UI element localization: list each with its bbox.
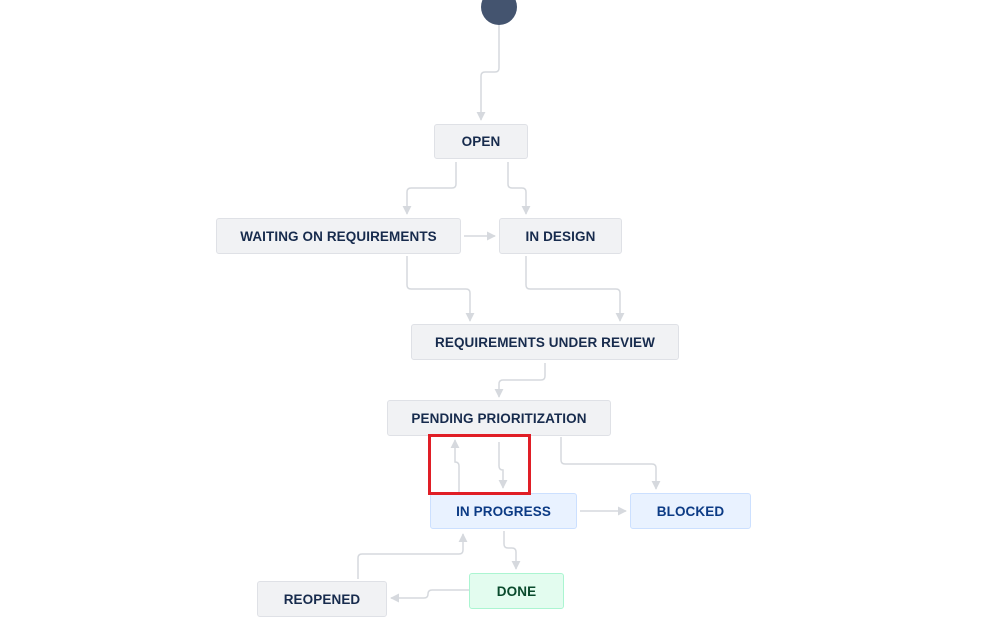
status-reopened[interactable]: REOPENED: [257, 581, 387, 617]
status-done-label: DONE: [496, 583, 537, 599]
transition-done-to-reopened[interactable]: [390, 589, 469, 603]
status-requirements-under-review-label: REQUIREMENTS UNDER REVIEW: [434, 334, 656, 350]
transition-start-to-open[interactable]: [476, 25, 500, 121]
highlight-box: [428, 434, 531, 495]
transition-in-progress-to-pending[interactable]: [450, 439, 460, 492]
status-in-design[interactable]: IN DESIGN: [499, 218, 622, 254]
transition-review-to-pending[interactable]: [494, 363, 546, 398]
status-in-progress-label: IN PROGRESS: [456, 503, 551, 519]
status-waiting-on-requirements-label: WAITING ON REQUIREMENTS: [240, 228, 437, 244]
status-waiting-on-requirements[interactable]: WAITING ON REQUIREMENTS: [216, 218, 461, 254]
transition-pending-to-blocked[interactable]: [560, 437, 661, 490]
status-open[interactable]: OPEN: [434, 124, 528, 159]
status-in-progress[interactable]: IN PROGRESS: [430, 493, 577, 529]
transition-in-design-to-review[interactable]: [525, 256, 625, 322]
transition-waiting-to-review[interactable]: [406, 256, 475, 322]
transition-open-to-waiting[interactable]: [402, 162, 457, 215]
transition-in-progress-to-done[interactable]: [503, 531, 521, 570]
status-blocked-label: BLOCKED: [656, 503, 725, 519]
status-requirements-under-review[interactable]: REQUIREMENTS UNDER REVIEW: [411, 324, 679, 360]
status-in-design-label: IN DESIGN: [525, 228, 596, 244]
transition-open-to-in-design[interactable]: [507, 162, 531, 215]
status-pending-prioritization[interactable]: PENDING PRIORITIZATION: [387, 400, 611, 436]
transition-reopened-to-in-progress[interactable]: [357, 533, 468, 579]
status-open-label: OPEN: [461, 134, 501, 149]
status-pending-prioritization-label: PENDING PRIORITIZATION: [411, 410, 587, 426]
status-blocked[interactable]: BLOCKED: [630, 493, 751, 529]
transition-pending-to-in-progress[interactable]: [498, 442, 508, 489]
status-reopened-label: REOPENED: [283, 591, 361, 607]
status-done[interactable]: DONE: [469, 573, 564, 609]
